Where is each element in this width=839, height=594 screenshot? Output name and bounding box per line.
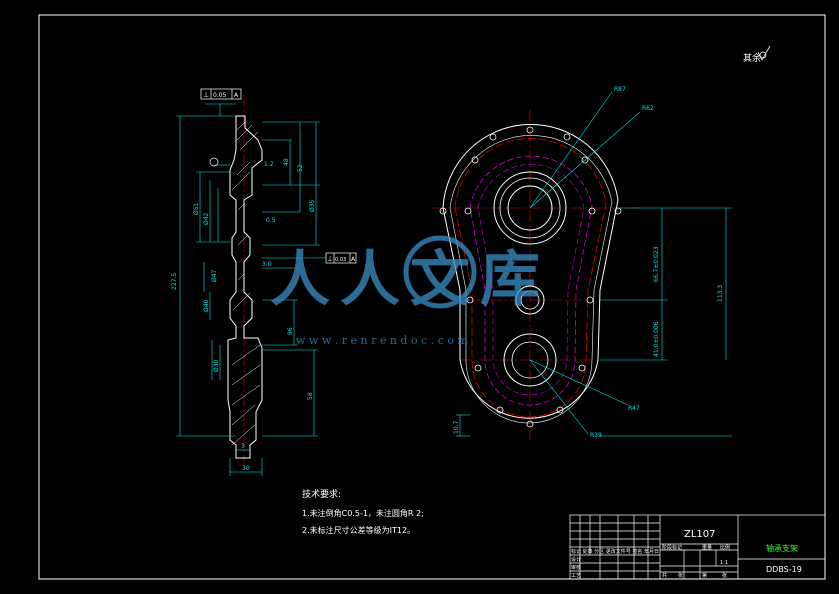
tolerance-frame-mid: ⊥ 0.03 A — [325, 252, 357, 264]
middle-bore — [515, 285, 545, 315]
title-block-process: 工艺 — [571, 573, 581, 579]
section-hatching — [231, 121, 261, 446]
dim-d52: 52 — [297, 164, 304, 172]
tolerance-frame-top: ⊥ 0.05 A — [200, 88, 242, 100]
dim-overall-height: 227.5 — [171, 273, 178, 290]
svg-text:⊥: ⊥ — [203, 91, 209, 99]
drawing-number: DDBS-19 — [766, 565, 802, 574]
title-block-scale-label: 比例 — [720, 544, 730, 551]
dim-58: 58 — [307, 392, 314, 400]
label-r62: R62 — [642, 105, 654, 112]
bolt-holes — [439, 126, 622, 428]
sheet-index-label: 第 — [702, 572, 707, 579]
renrendoc-watermark: 人人文库 w w w . r e n r e n d o c . c o m — [270, 235, 550, 347]
datum-marker-icon — [209, 157, 219, 167]
notes-item-1: 1.未注倒角C0.5-1，未注圆角R 2; — [302, 508, 424, 518]
title-block — [569, 514, 826, 580]
svg-text:⊥: ⊥ — [327, 255, 333, 263]
dim-phi40: Ø40 — [203, 299, 210, 312]
front-view: R87 R62 R47 R39 66.7±0.023 41.0±0.006 11… — [430, 86, 732, 440]
title-block-stage: 阶段标记 — [662, 544, 682, 551]
sheet-index-unit: 张 — [722, 572, 727, 579]
svg-text:0.03: 0.03 — [335, 257, 346, 263]
dim-phi35: Ø35 — [309, 199, 316, 212]
svg-text:A: A — [234, 92, 239, 99]
svg-text:A: A — [351, 256, 356, 263]
dim-10-7: 10.7 — [453, 420, 460, 434]
project-code: ZL107 — [684, 529, 716, 540]
title-block-row-label: 标记 处数 分区 更改文件号 签名 年月日 — [571, 548, 659, 555]
dim-66-7: 66.7±0.023 — [653, 246, 660, 282]
title-block-weight: 重量 — [702, 544, 712, 551]
dim-phi47: Ø47 — [211, 269, 218, 282]
label-r39: R39 — [590, 432, 602, 439]
bracket-outer-outline — [442, 124, 619, 419]
dim-41-0: 41.0±0.006 — [653, 321, 660, 357]
section-outline — [227, 115, 263, 459]
lower-bore — [503, 333, 557, 387]
dim-113-3: 113.3 — [717, 285, 724, 302]
svg-text:人人文库: 人人文库 — [270, 245, 550, 315]
dim-0-5: 0.5 — [266, 217, 276, 224]
svg-text:0.05: 0.05 — [213, 92, 227, 99]
sheet-total-unit: 张 — [678, 572, 683, 579]
sheet-total-label: 共 — [662, 572, 667, 579]
technical-notes: 技术要求: 1.未注倒角C0.5-1，未注圆角R 2; 2.未标注尺寸公差等级为… — [302, 488, 424, 535]
svg-text:w w w . r e n r e n d o c . c: w w w . r e n r e n d o c . c o m — [296, 334, 468, 347]
dim-width-bottom: 30 — [242, 465, 250, 472]
side-section-view: ⊥ 0.05 A ⊥ 0.03 A 227.5 Ø51 Ø42 Ø47 Ø40 … — [171, 88, 357, 476]
label-r47: R47 — [628, 405, 640, 412]
title-block-scale: 1:1 — [720, 560, 728, 566]
dim-1-2: 1.2 — [264, 161, 274, 168]
dim-96: 96 — [287, 327, 294, 335]
large-bore — [493, 171, 567, 245]
dim-bottom-small: 3 — [241, 443, 245, 450]
dim-phi30: Ø30 — [213, 359, 220, 372]
label-r87: R87 — [614, 86, 626, 93]
dim-3-0: 3.0 — [262, 261, 272, 268]
notes-item-2: 2.未标注尺寸公差等级为IT12。 — [302, 525, 415, 535]
title-block-designer: 设计 — [571, 556, 581, 563]
side-dimension-lines — [176, 103, 326, 476]
radius-leaders — [456, 91, 732, 437]
roughness-corner-label: 其余 — [743, 52, 761, 64]
dim-d48: 48 — [283, 158, 290, 166]
dim-phi42: Ø42 — [203, 212, 210, 225]
roughness-symbol-icon — [757, 45, 771, 61]
part-name: 轴承支架 — [766, 543, 798, 553]
drawing-border — [38, 14, 826, 580]
notes-title: 技术要求: — [302, 488, 341, 500]
dim-phi51: Ø51 — [193, 202, 200, 215]
title-block-review: 审核 — [571, 564, 581, 571]
